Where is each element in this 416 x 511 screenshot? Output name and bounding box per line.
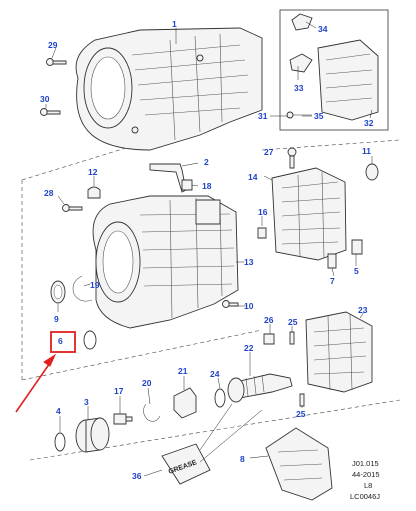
callout-25b: 25 bbox=[296, 409, 306, 419]
callout-23: 23 bbox=[358, 305, 368, 315]
callout-26: 26 bbox=[264, 315, 274, 325]
callout-7: 7 bbox=[330, 276, 335, 286]
plug-5 bbox=[351, 239, 363, 255]
ref-line-1: J01.015 bbox=[352, 459, 379, 468]
leader-lines bbox=[45, 21, 373, 477]
grouping-dashed-lines bbox=[21, 105, 401, 461]
callout-21: 21 bbox=[178, 366, 188, 376]
callout-22: 22 bbox=[244, 343, 254, 353]
callout-19: 19 bbox=[90, 280, 100, 290]
bolt-25b bbox=[299, 393, 305, 407]
callout-25a: 25 bbox=[288, 317, 298, 327]
gearbox-case-upper bbox=[75, 27, 263, 151]
bolt-28 bbox=[62, 204, 83, 212]
reference-block: J01.015 44-2015 L8 LC0046J bbox=[350, 459, 380, 501]
ref-line-2: 44-2015 bbox=[352, 470, 380, 479]
callout-31: 31 bbox=[258, 111, 268, 121]
callout-33: 33 bbox=[294, 83, 304, 93]
adaptor-housing-23 bbox=[305, 311, 373, 393]
sensor-7 bbox=[327, 253, 337, 269]
clip-12 bbox=[87, 186, 101, 199]
callout-24: 24 bbox=[210, 369, 220, 379]
callout-17: 17 bbox=[114, 386, 124, 396]
callout-16: 16 bbox=[258, 207, 268, 217]
ring-24 bbox=[214, 388, 226, 408]
inset-rear-housing bbox=[279, 9, 389, 131]
highlight-box bbox=[50, 331, 76, 353]
callout-6: 6 bbox=[58, 336, 63, 346]
callout-9: 9 bbox=[54, 314, 59, 324]
callout-8: 8 bbox=[240, 454, 245, 464]
circlip-20 bbox=[143, 403, 161, 422]
ref-line-4: LC0046J bbox=[350, 492, 380, 501]
o-ring-6 bbox=[83, 330, 97, 350]
gearbox-case-main bbox=[92, 195, 239, 329]
bearing-3 bbox=[75, 417, 110, 453]
callout-10: 10 bbox=[244, 301, 254, 311]
callout-11: 11 bbox=[362, 146, 371, 156]
callout-5: 5 bbox=[354, 266, 359, 276]
callout-28: 28 bbox=[44, 188, 54, 198]
callout-3: 3 bbox=[84, 397, 89, 407]
callout-1: 1 bbox=[172, 19, 177, 29]
callout-4: 4 bbox=[56, 406, 61, 416]
callout-labels: 1 2 3 4 5 6 7 8 9 10 11 12 13 14 16 17 1… bbox=[40, 19, 374, 481]
pin-26 bbox=[263, 333, 275, 345]
bolt-27 bbox=[287, 147, 297, 169]
fitting-18 bbox=[181, 179, 193, 191]
bolt-10 bbox=[222, 300, 239, 308]
grease-packet: GREASE bbox=[161, 403, 263, 485]
callout-29: 29 bbox=[48, 40, 58, 50]
callout-36: 36 bbox=[132, 471, 142, 481]
breather-pipe-2 bbox=[149, 163, 187, 193]
ref-line-3: L8 bbox=[364, 481, 372, 490]
highlight-arrow-head bbox=[43, 353, 57, 367]
rear-housing-14 bbox=[271, 167, 347, 261]
callout-35: 35 bbox=[314, 111, 324, 121]
bolt-17 bbox=[113, 413, 133, 425]
flange-21 bbox=[173, 387, 197, 419]
highlight-part-6 bbox=[15, 331, 76, 413]
callout-30: 30 bbox=[40, 94, 50, 104]
callout-13: 13 bbox=[244, 257, 254, 267]
bolt-29 bbox=[46, 58, 67, 66]
callout-27: 27 bbox=[264, 147, 274, 157]
washer-4 bbox=[54, 432, 66, 452]
cover-8 bbox=[265, 427, 333, 501]
circlip-19 bbox=[72, 275, 93, 302]
callout-2: 2 bbox=[204, 157, 209, 167]
bolt-30 bbox=[40, 108, 61, 116]
seal-9 bbox=[50, 280, 66, 304]
dowel-16 bbox=[257, 227, 267, 239]
callout-34: 34 bbox=[318, 24, 328, 34]
callout-20: 20 bbox=[142, 378, 152, 388]
callout-12: 12 bbox=[88, 167, 98, 177]
output-shaft-22 bbox=[227, 373, 293, 403]
highlight-arrow-line bbox=[15, 359, 53, 413]
callout-32: 32 bbox=[364, 118, 374, 128]
callout-18: 18 bbox=[202, 181, 212, 191]
seal-11 bbox=[365, 163, 379, 181]
callout-14: 14 bbox=[248, 172, 258, 182]
bolt-25a bbox=[289, 331, 295, 345]
